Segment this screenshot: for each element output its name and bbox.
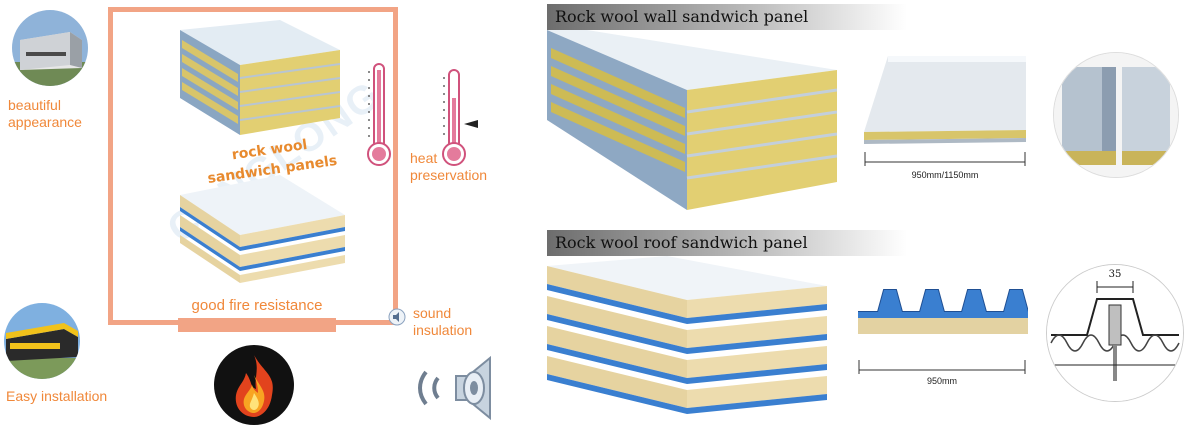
roof-panel-section	[858, 289, 1028, 334]
roof-dimension-line	[858, 360, 1026, 374]
heat-label: heat preservation	[410, 150, 488, 183]
roof-width-label: 950mm	[926, 376, 957, 386]
wall-panel-stack	[547, 30, 837, 210]
fire-bar	[178, 318, 336, 332]
fire-icon	[214, 345, 294, 425]
sound-label: sound insulation	[413, 305, 473, 338]
installation-label: Easy installation	[6, 388, 108, 404]
fire-label: good fire resistance	[191, 297, 323, 314]
small-speaker-icon	[388, 308, 406, 326]
wall-panel-section	[864, 56, 1026, 144]
thermometer-icon	[367, 63, 391, 166]
roof-panel-stack-small	[180, 175, 345, 283]
appearance-label: beautiful appearance	[8, 97, 82, 130]
rib-label: 35	[1108, 269, 1122, 280]
wall-joint-detail	[1053, 52, 1179, 178]
speaker-icon	[418, 355, 491, 421]
installation-photo	[4, 303, 80, 379]
wall-panel-stack-small	[180, 20, 340, 135]
roof-panel-stack	[547, 256, 827, 414]
roof-joint-detail: 35	[1046, 264, 1184, 402]
wall-width-label: 950mm/1150mm	[911, 170, 979, 180]
roof-panel-title: Rock wool roof sandwich panel	[547, 230, 907, 256]
wall-dimension-line	[864, 152, 1026, 166]
wall-panel-title: Rock wool wall sandwich panel	[547, 4, 907, 30]
thermometer-icon	[442, 69, 478, 166]
building-photo	[12, 10, 88, 86]
